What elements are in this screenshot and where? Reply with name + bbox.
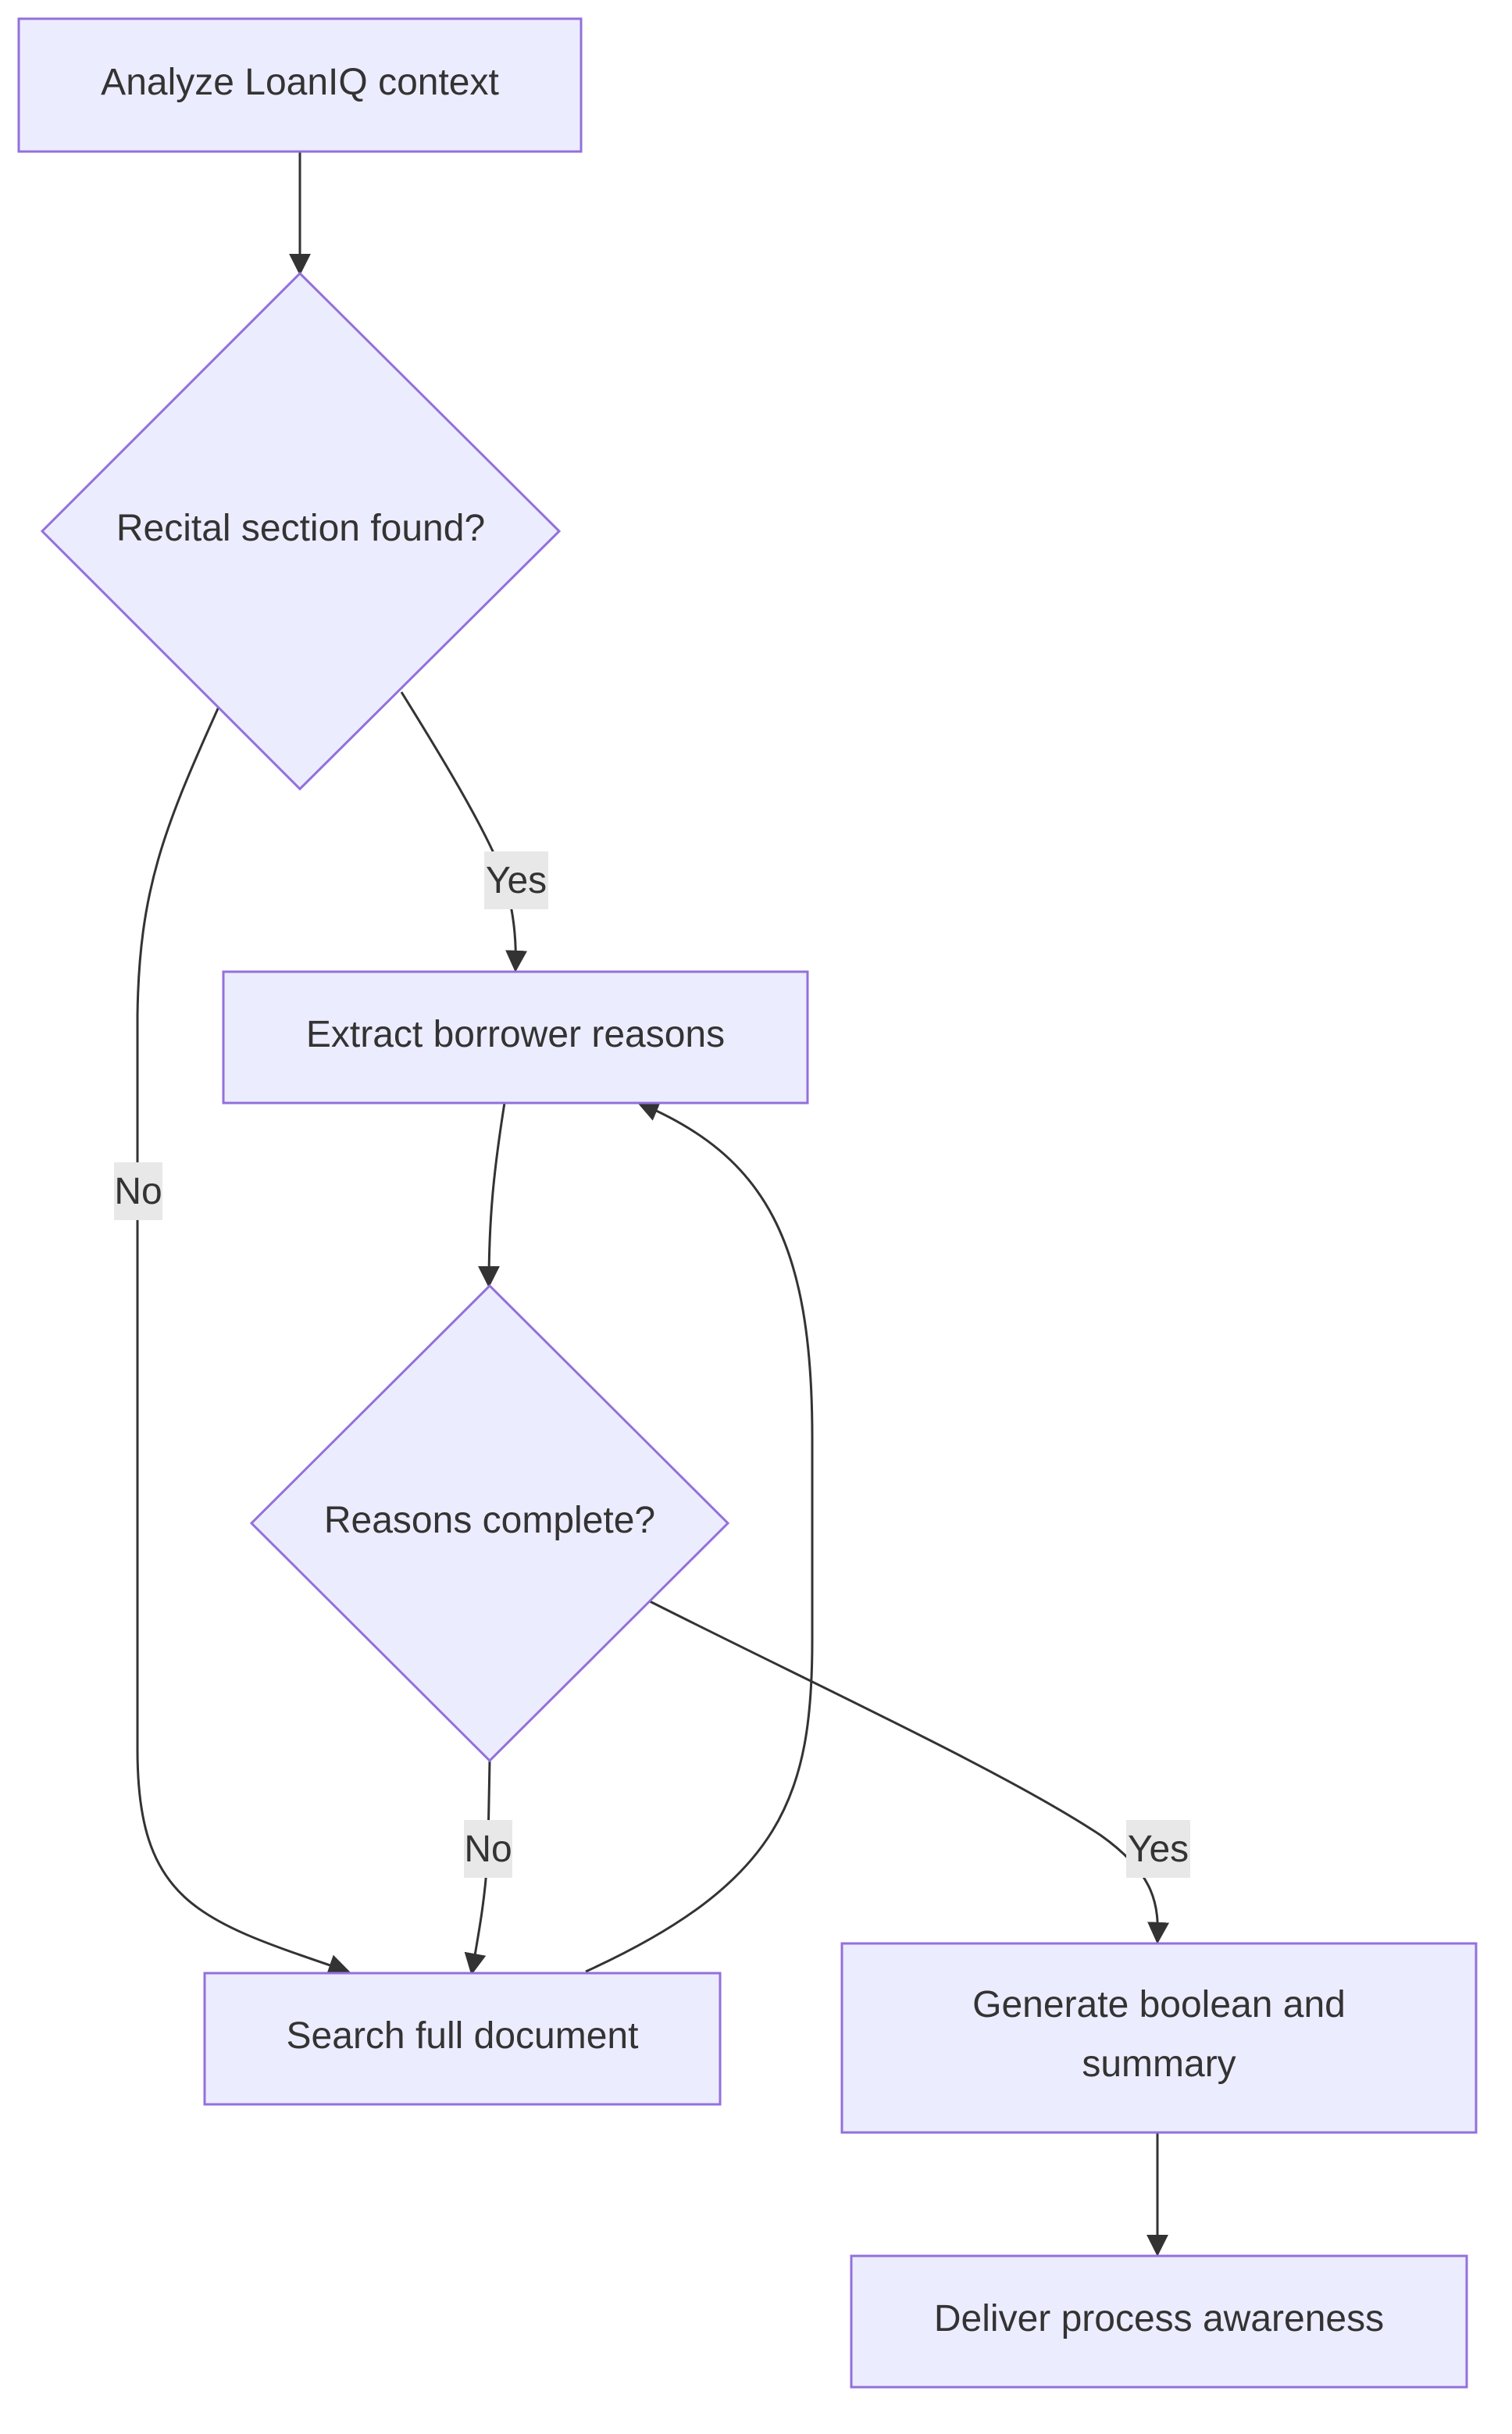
node-label: Analyze LoanIQ context (101, 62, 499, 103)
nodes: Analyze LoanIQ context Recital section f… (17, 17, 1478, 2389)
edge-label-complete-yes: Yes (1126, 1820, 1190, 1878)
node-generate-boolean-and-summary: Generate boolean and summary (840, 1942, 1478, 2134)
node-label-line-2: summary (1082, 2043, 1236, 2085)
edge-recital-to-search (136, 706, 351, 1976)
edge-complete-to-generate (649, 1600, 1170, 1944)
node-label: Reasons complete? (324, 1500, 655, 1541)
edge-label-complete-no: No (464, 1820, 512, 1878)
node-search-full-document: Search full document (203, 1972, 722, 2106)
node-label-line-1: Generate boolean and (972, 1984, 1346, 2025)
node-label: Recital section found? (116, 508, 485, 549)
node-label: Deliver process awareness (934, 2298, 1384, 2339)
edge-labels: Yes No No Yes (114, 851, 1190, 1878)
edge-extract-to-complete (478, 1102, 506, 1288)
node-analyze-loaniq-context: Analyze LoanIQ context (17, 17, 583, 153)
edge-label-recital-yes: Yes (484, 851, 548, 909)
node-label: Extract borrower reasons (306, 1014, 725, 1055)
edge-recital-to-extract (400, 691, 528, 973)
edge-search-to-extract (585, 1100, 814, 1973)
node-recital-section-found: Recital section found? (40, 271, 562, 791)
edge-label-recital-no: No (114, 1162, 162, 1220)
node-reasons-complete: Reasons complete? (249, 1283, 730, 1763)
node-label: Search full document (287, 2015, 639, 2057)
node-extract-borrower-reasons: Extract borrower reasons (222, 970, 809, 1105)
edges (136, 152, 1170, 2257)
node-deliver-process-awareness: Deliver process awareness (850, 2254, 1468, 2389)
edge-label-text: Yes (1128, 1829, 1189, 1870)
edge-label-text: No (464, 1829, 512, 1870)
edge-label-text: Yes (486, 860, 547, 901)
edge-label-text: No (114, 1171, 162, 1212)
